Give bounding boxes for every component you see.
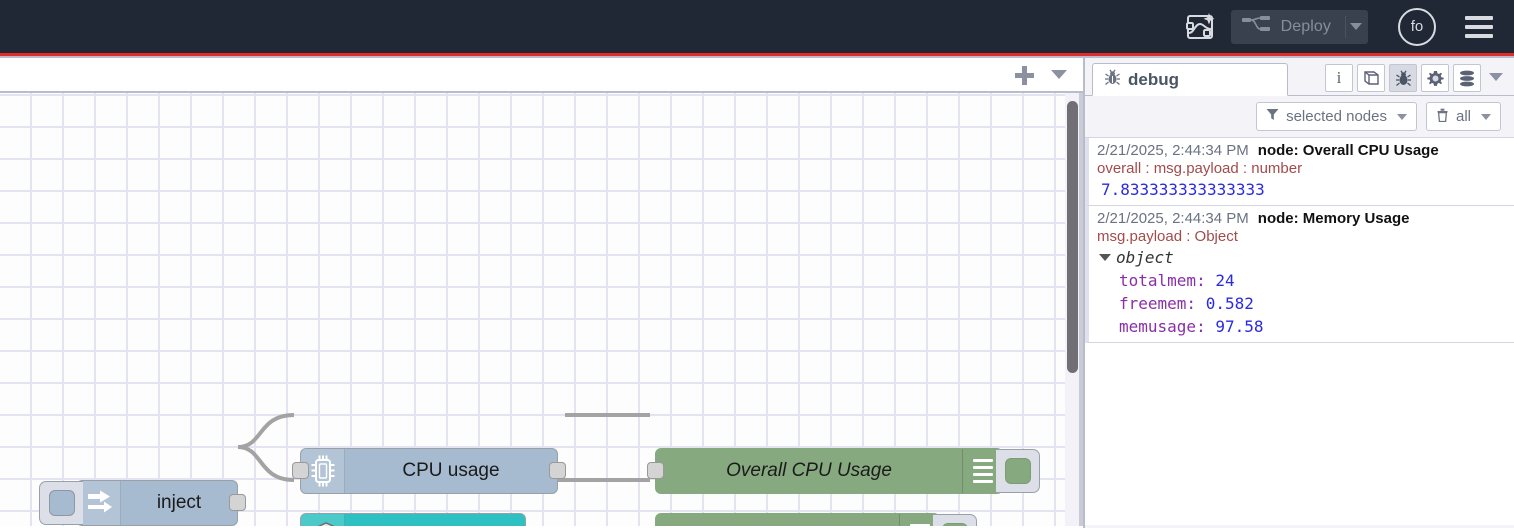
node-memory-label: Memory [345, 525, 525, 526]
context-data-icon[interactable] [1453, 64, 1481, 92]
hamburger-menu-icon[interactable] [1462, 10, 1496, 44]
tab-debug[interactable]: debug [1092, 63, 1288, 96]
debug-message-header: 2/21/2025, 2:44:34 PM node: Memory Usage [1097, 210, 1514, 227]
sidebar-tool-icons: i [1325, 64, 1514, 95]
tab-debug-label: debug [1128, 69, 1179, 89]
node-inject[interactable]: inject [39, 480, 246, 526]
node-cpu-usage[interactable]: CPU usage [292, 448, 566, 494]
clear-all-label: all [1455, 108, 1471, 125]
debug-toggle-inner [941, 523, 968, 526]
debug-object-expander[interactable]: object [1097, 248, 1514, 267]
clear-all-button[interactable]: all [1425, 102, 1501, 131]
node-overall-cpu-usage-debug-input-port[interactable] [647, 462, 664, 479]
debug-message[interactable]: 2/21/2025, 2:44:34 PM node: Memory Usage… [1085, 206, 1514, 343]
debug-message-list[interactable]: 2/21/2025, 2:44:34 PM node: Overall CPU … [1085, 138, 1514, 525]
bug-icon [1104, 68, 1121, 91]
debug-message-timestamp: 2/21/2025, 2:44:34 PM [1097, 210, 1249, 227]
debug-message[interactable]: 2/21/2025, 2:44:34 PM node: Overall CPU … [1085, 138, 1514, 206]
canvas-right-edge [1079, 93, 1083, 526]
deploy-divider [1345, 15, 1346, 38]
help-book-icon[interactable] [1357, 64, 1385, 92]
debug-message-header: 2/21/2025, 2:44:34 PM node: Overall CPU … [1097, 142, 1514, 159]
debug-line-1 [972, 459, 993, 462]
node-overall-cpu-usage-debug[interactable]: Overall CPU Usage [647, 448, 1040, 494]
debug-object-key: freemem: [1119, 294, 1197, 313]
chevron-down-icon[interactable] [1489, 72, 1503, 81]
debug-message-topic: msg.payload : Object [1097, 228, 1238, 245]
header-bottom-border [0, 56, 1514, 58]
debug-message-timestamp: 2/21/2025, 2:44:34 PM [1097, 142, 1249, 159]
debug-object-value: 97.58 [1215, 317, 1264, 336]
chevron-down-icon[interactable] [1350, 23, 1362, 30]
debug-message-value: 7.833333333333333 [1101, 180, 1265, 199]
server-tower-icon [301, 514, 345, 526]
filter-selected-nodes-button[interactable]: selected nodes [1256, 102, 1417, 131]
deploy-button[interactable]: Deploy [1230, 9, 1368, 44]
node-memory-usage-debug-label: Memory Usage [656, 525, 899, 526]
node-inject-output-port[interactable] [229, 494, 246, 511]
trash-icon [1436, 108, 1449, 126]
chevron-down-icon [1481, 113, 1491, 120]
inject-trigger-inner [48, 490, 75, 516]
debug-toolbar: selected nodes all [1085, 96, 1514, 138]
debug-object-property: freemem: 0.582 [1097, 294, 1514, 313]
node-memory[interactable]: Memory [300, 513, 526, 526]
funnel-icon [1266, 108, 1279, 125]
node-inject-label: inject [156, 492, 202, 513]
debug-line-3 [972, 473, 993, 476]
menu-bar-3 [1465, 33, 1493, 38]
deploy-label: Deploy [1280, 17, 1331, 35]
menu-bar-1 [1465, 15, 1493, 20]
debug-line-1 [909, 524, 930, 526]
node-overall-cpu-usage-debug-toggle[interactable] [996, 449, 1040, 493]
plus-icon[interactable] [1013, 64, 1035, 86]
sidebar-tab-bar: debug i [1085, 58, 1514, 96]
inject-trigger-button[interactable] [39, 481, 83, 525]
debug-object-value: 0.582 [1205, 294, 1254, 313]
debug-message-source-node[interactable]: node: Overall CPU Usage [1257, 142, 1439, 159]
avatar[interactable]: fo [1398, 7, 1436, 46]
debug-object-label: object [1116, 248, 1174, 267]
debug-line-2 [972, 466, 993, 469]
flow-tab-bar [0, 58, 1083, 93]
node-overall-cpu-usage-debug-label: Overall CPU Usage [726, 460, 892, 481]
canvas-scrollbar-thumb[interactable] [1067, 101, 1078, 373]
node-cpu-usage-input-port[interactable] [292, 462, 309, 479]
debug-message-source-node[interactable]: node: Memory Usage [1257, 210, 1410, 227]
filter-selected-nodes-label: selected nodes [1286, 108, 1387, 125]
flow-canvas[interactable]: inject [0, 93, 1083, 526]
chevron-down-icon[interactable] [1051, 70, 1067, 79]
debug-line-4 [972, 480, 993, 483]
chevron-down-icon [1396, 113, 1407, 120]
debug-lines-icon [962, 449, 1002, 493]
info-icon[interactable]: i [1325, 64, 1353, 92]
deploy-node-icon [1241, 14, 1271, 39]
flow-workspace: inject [0, 58, 1083, 528]
node-cpu-usage-label: CPU usage [402, 460, 500, 481]
node-memory-usage-debug-toggle[interactable] [933, 514, 977, 526]
config-gear-icon[interactable] [1421, 64, 1449, 92]
sidebar-panel: debug i [1083, 58, 1514, 528]
debug-object-key: totalmem: [1119, 271, 1206, 290]
debug-object-value: 24 [1215, 271, 1235, 290]
node-cpu-usage-output-port[interactable] [549, 462, 566, 479]
app-header: Deploy fo [0, 0, 1514, 53]
debug-object-property: memusage: 97.58 [1097, 317, 1514, 336]
avatar-label: fo [1410, 18, 1424, 35]
debug-toggle-inner [1004, 458, 1031, 484]
node-memory-usage-debug[interactable]: Memory Usage [655, 513, 977, 526]
debug-object-property: totalmem: 24 [1097, 271, 1514, 290]
debug-lines-icon [899, 514, 939, 526]
flow-sparkle-icon[interactable] [1179, 10, 1221, 44]
debug-object-key: memusage: [1119, 317, 1206, 336]
debug-bug-icon[interactable] [1389, 64, 1417, 92]
inject-arrow-icon [77, 481, 121, 525]
debug-message-topic: overall : msg.payload : number [1097, 160, 1303, 177]
caret-down-icon[interactable] [1099, 254, 1111, 261]
menu-bar-2 [1465, 24, 1493, 29]
header-accent-line [0, 53, 1514, 56]
